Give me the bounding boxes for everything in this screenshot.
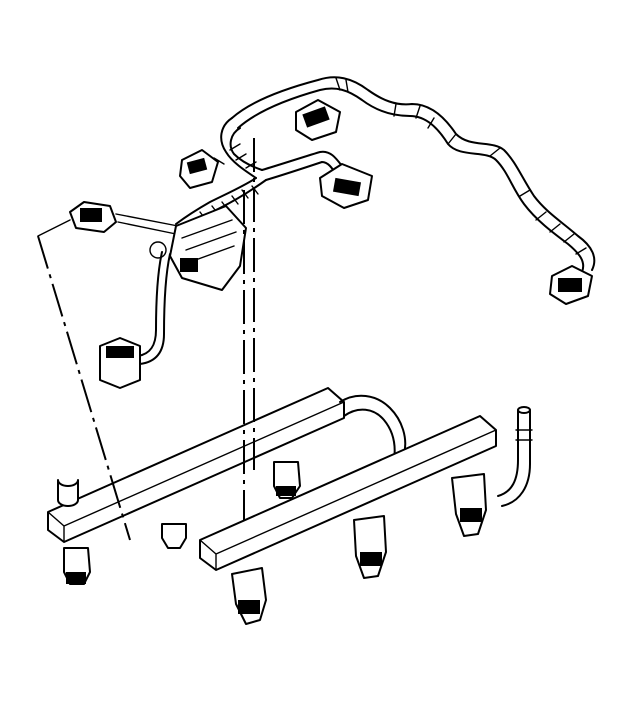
- fuel-rail-right: [199, 415, 497, 571]
- fuel-inlet-pipe: [497, 406, 533, 507]
- injector-left-mid: [161, 523, 187, 549]
- electronic-module: [149, 205, 247, 291]
- connectors: [69, 99, 593, 389]
- fuel-rails: [47, 387, 533, 571]
- reference-lines: [37, 138, 255, 541]
- injector-left-front: [63, 547, 91, 585]
- connector-top-center: [295, 99, 341, 141]
- crossover-tube: [339, 394, 407, 461]
- injector-front-1: [231, 567, 267, 625]
- connector-lower-left: [99, 337, 141, 389]
- harness-wrap-marks: [199, 77, 587, 255]
- fuel-rail-left: [47, 387, 345, 543]
- connector-far-left: [69, 201, 117, 233]
- injector-center-rear: [273, 461, 301, 499]
- fuel-injectors: [63, 461, 487, 625]
- injector-front-3: [451, 473, 487, 537]
- connector-center-right: [319, 163, 373, 209]
- injector-front-2: [353, 515, 387, 579]
- wiring-harness: [115, 76, 596, 365]
- connector-right-end: [549, 265, 593, 305]
- connector-top-left: [179, 149, 225, 189]
